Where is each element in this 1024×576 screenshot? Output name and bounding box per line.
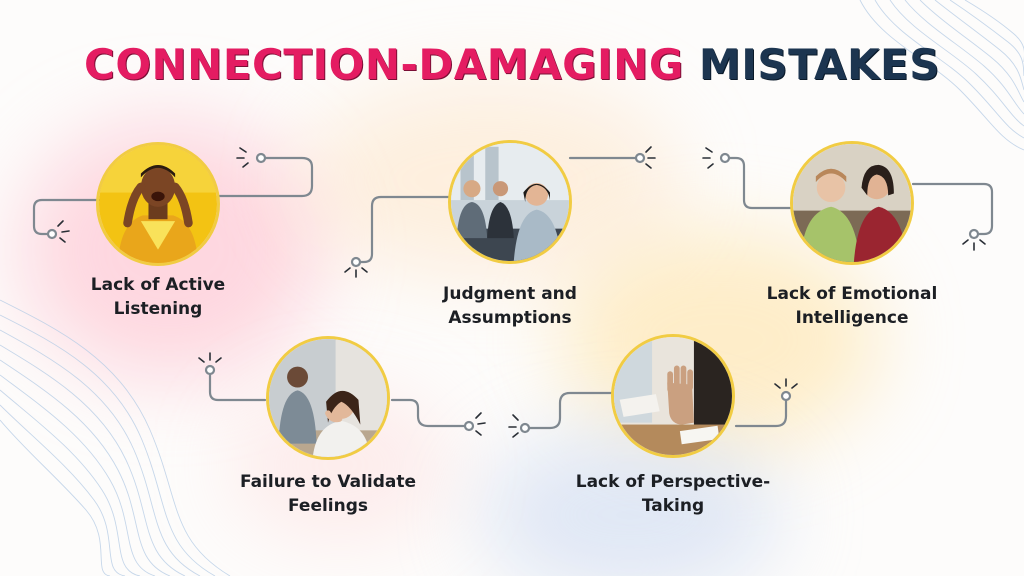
office-meeting-photo <box>451 143 569 261</box>
connector-1-right <box>216 156 314 198</box>
label-lack-of-emotional-intelligence: Lack of Emotional Intelligence <box>766 284 938 328</box>
two-women-on-couch-photo <box>793 144 911 262</box>
connector-3-right <box>911 182 994 236</box>
connector-1-left <box>32 198 102 236</box>
connector-4-left <box>208 368 267 402</box>
connector-3-left <box>723 156 792 210</box>
hand-refusal-gesture-photo <box>614 337 732 455</box>
connector-5-right <box>734 394 788 428</box>
photo-failure-to-validate-feelings <box>266 336 390 460</box>
photo-lack-of-active-listening <box>96 142 220 266</box>
title-part-navy: MISTAKES <box>698 40 940 89</box>
connector-5-left <box>523 391 614 430</box>
label-lack-of-active-listening: Lack of Active Listening <box>90 275 226 319</box>
photo-lack-of-perspective-taking <box>611 334 735 458</box>
photo-judgment-and-assumptions <box>448 140 572 264</box>
label-judgment-and-assumptions: Judgment and Assumptions <box>443 284 577 328</box>
title-part-pink: CONNECTION-DAMAGING <box>84 40 684 89</box>
label-failure-to-validate-feelings: Failure to Validate Feelings <box>239 472 417 516</box>
frustrated-woman-photo <box>269 339 387 457</box>
connector-2-left <box>354 195 451 264</box>
page-title: CONNECTION-DAMAGING MISTAKES <box>0 40 1024 89</box>
label-lack-of-perspective-taking: Lack of Perspective- Taking <box>575 472 771 516</box>
connector-4-right <box>390 398 471 428</box>
photo-lack-of-emotional-intelligence <box>790 141 914 265</box>
person-covering-ears-photo <box>99 145 217 263</box>
